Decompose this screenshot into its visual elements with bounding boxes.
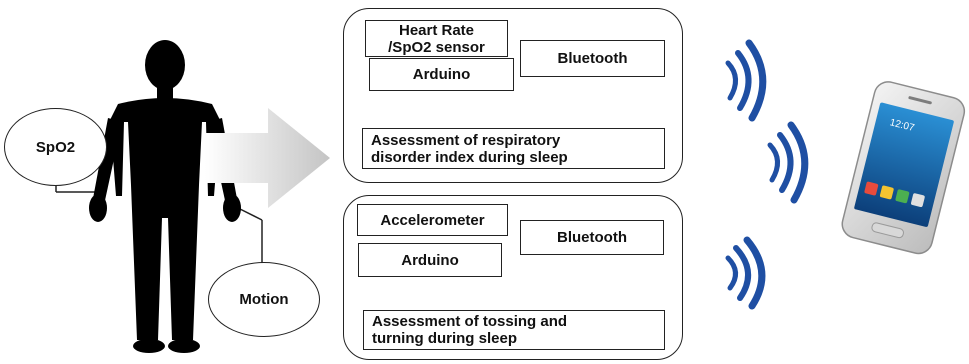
motion-label: Motion [239,291,289,308]
assessment-line1: Assessment of respiratory [371,131,561,149]
bluetooth-box-top: Bluetooth [520,40,665,77]
smartphone-icon: 12:07 [841,81,966,255]
arduino-label: Arduino [401,251,459,269]
arduino-box-bottom: Arduino [358,243,502,277]
sensor-label-line1: Heart Rate [398,21,475,39]
wireless-signal-icon [725,39,767,122]
wireless-signal-icon [767,121,809,204]
bluetooth-label: Bluetooth [557,229,627,246]
accelerometer-label: Accelerometer [380,211,485,229]
sensor-label-line2: /SpO2 sensor [388,38,485,56]
arduino-label: Arduino [412,66,471,83]
accelerometer-box: Accelerometer [357,204,508,236]
assessment-line2: disorder index during sleep [371,148,568,166]
heart-rate-sensor-box: Heart Rate /SpO2 sensor [365,20,508,57]
arduino-box-top: Arduino [369,58,514,91]
bluetooth-box-bottom: Bluetooth [520,220,664,255]
motion-bubble: Motion [208,262,320,337]
respiratory-assessment-box: Assessment of respiratory disorder index… [362,128,665,169]
flow-arrow [205,108,330,208]
wireless-signal-icon [725,236,766,310]
spo2-bubble: SpO2 [4,108,107,186]
assessment-line2: turning during sleep [372,330,517,347]
bluetooth-label: Bluetooth [557,50,628,67]
spo2-label: SpO2 [35,138,76,156]
assessment-line1: Assessment of tossing and [372,313,568,330]
tossing-assessment-box: Assessment of tossing and turning during… [363,310,665,350]
